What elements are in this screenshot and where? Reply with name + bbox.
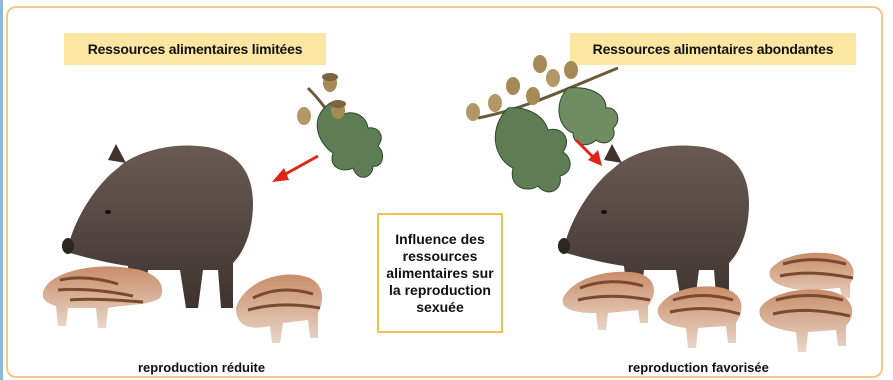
left-caption: reproduction réduite <box>138 360 265 375</box>
center-label: Influence des ressources alimentaires su… <box>383 231 497 316</box>
right-caption: reproduction favorisée <box>628 360 769 375</box>
right-piglet-2 <box>658 286 742 348</box>
left-edge-bar <box>0 0 3 380</box>
left-piglet-2 <box>236 275 322 343</box>
right-piglet-1 <box>563 272 654 330</box>
right-oak-branch <box>466 55 618 192</box>
center-label-box: Influence des ressources alimentaires su… <box>377 213 503 333</box>
left-piglet-1 <box>43 266 162 328</box>
left-arrow <box>272 156 318 182</box>
diagram-frame: Ressources alimentaires limitées Ressour… <box>6 6 883 378</box>
right-piglet-4 <box>759 289 852 352</box>
